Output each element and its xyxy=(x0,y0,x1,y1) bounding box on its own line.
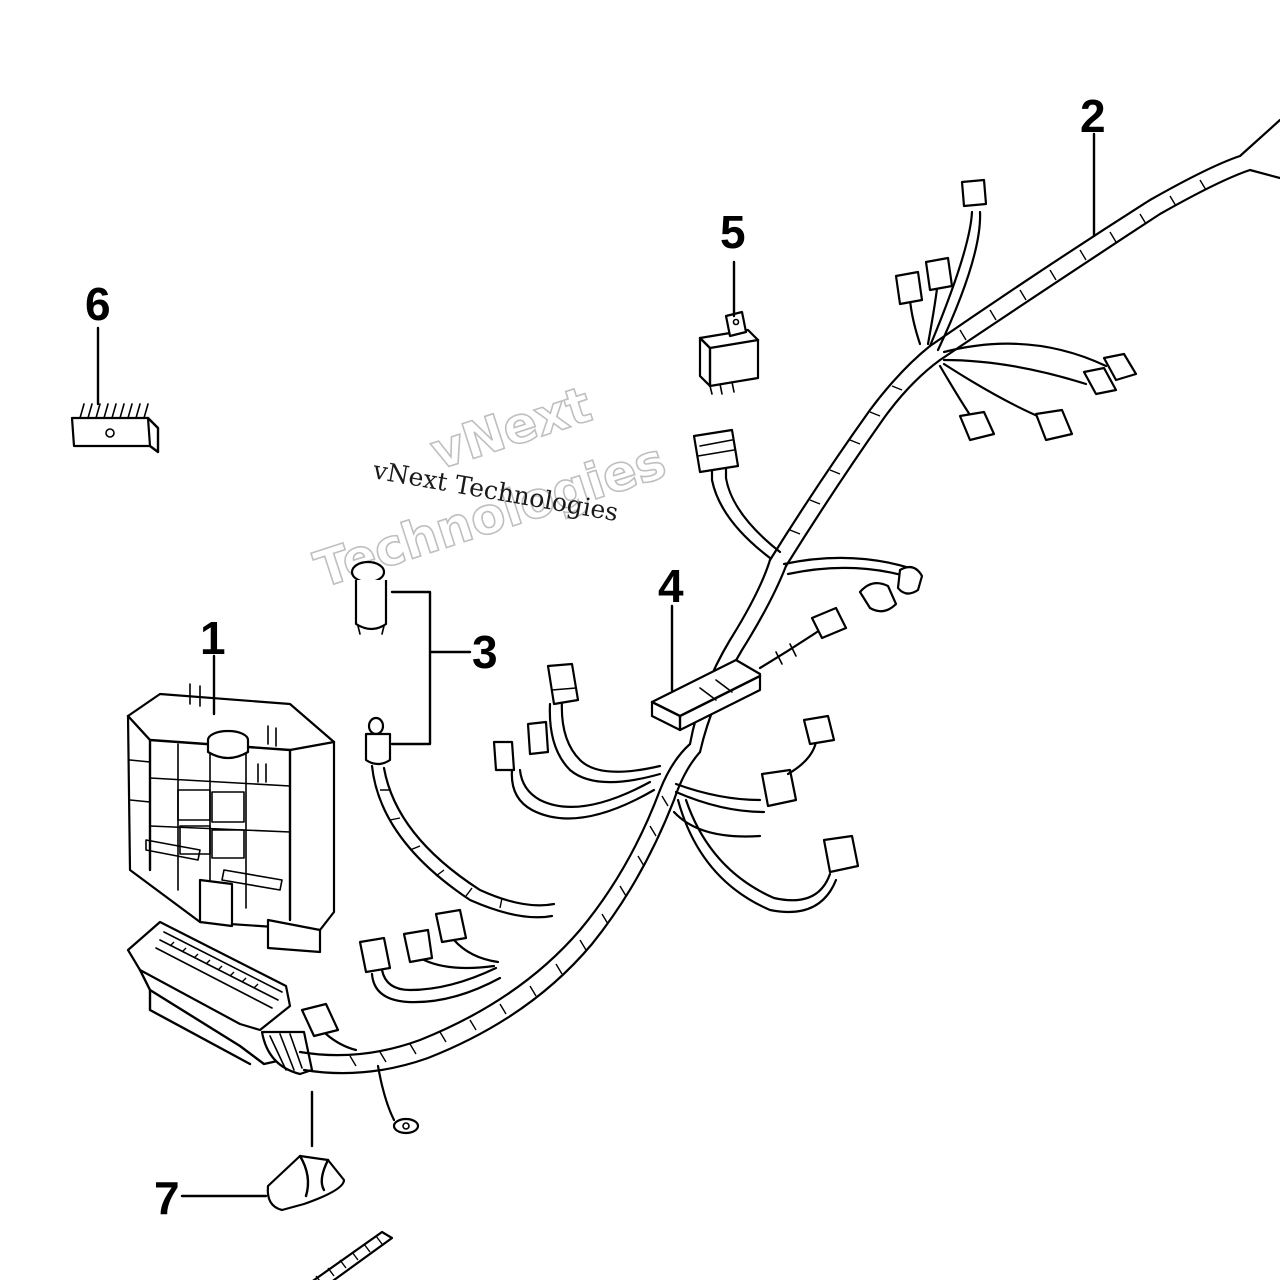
upper-branch-connector xyxy=(692,428,924,613)
part-6-terminal-strip xyxy=(70,403,160,454)
part-5-relay xyxy=(698,310,760,395)
leader-3-bracket xyxy=(390,590,472,746)
part-4-module xyxy=(650,606,848,732)
part-7-clip xyxy=(266,1154,346,1212)
cable-tie xyxy=(312,1230,394,1280)
part-label-2: 2 xyxy=(1080,90,1106,142)
part-2-main-harness xyxy=(298,118,1280,1075)
part-1-ecu-module xyxy=(126,683,336,954)
part-label-7: 7 xyxy=(154,1172,180,1224)
part-label-5: 5 xyxy=(720,206,746,258)
center-branches xyxy=(492,662,860,914)
part-label-1: 1 xyxy=(200,612,226,664)
part-label-6: 6 xyxy=(85,278,111,330)
lower-branch-connectors xyxy=(300,908,502,1135)
part-number-labels: 1 2 3 4 5 6 7 xyxy=(85,90,1106,1224)
part-label-3: 3 xyxy=(472,626,498,678)
part-3-lamp-sockets xyxy=(350,560,556,919)
ecu-connector xyxy=(126,920,314,1076)
part-label-4: 4 xyxy=(658,560,684,612)
